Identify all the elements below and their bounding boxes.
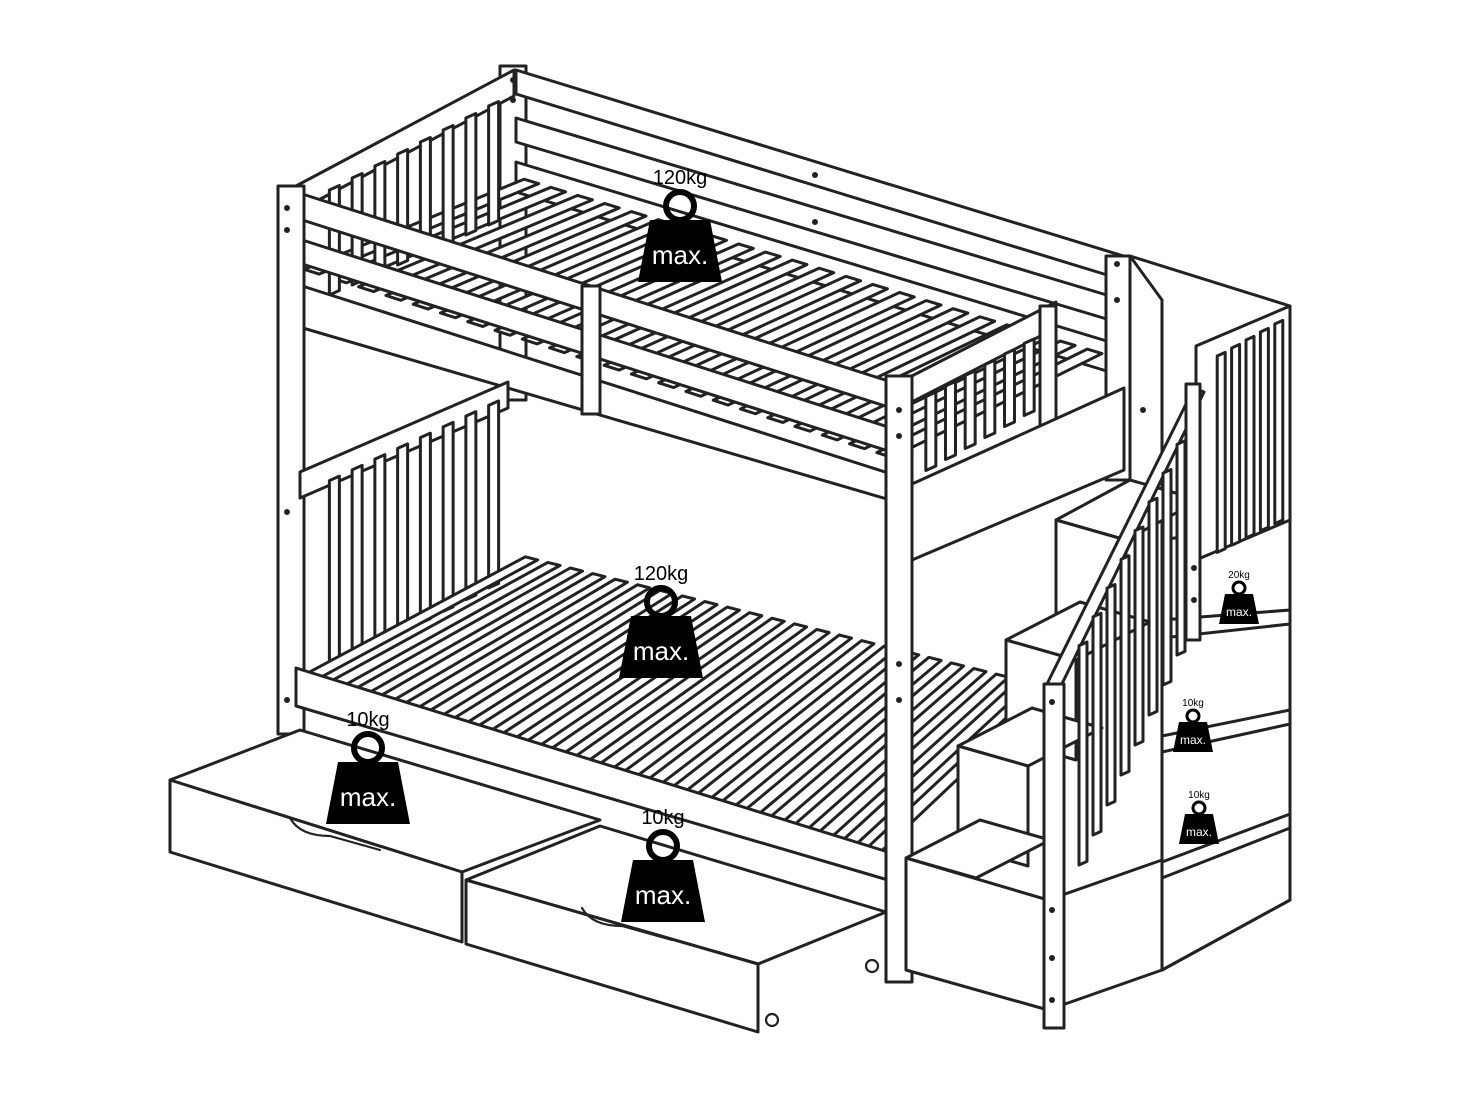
bolt: [284, 227, 290, 233]
weight-capacity-label: 20kg: [1228, 570, 1250, 581]
weight-icon: [1185, 708, 1201, 724]
weight-icon: [646, 829, 680, 863]
bolt: [896, 407, 902, 413]
weight-max-tag: max.: [633, 636, 689, 666]
bolt: [1191, 597, 1197, 603]
bolt: [896, 433, 902, 439]
bolt: [284, 697, 290, 703]
bolt: [896, 661, 902, 667]
drawer-wheel: [764, 1012, 780, 1028]
weight-drawer-left: 10kg max.: [326, 709, 410, 824]
weight-icon: [1173, 722, 1213, 752]
slat: [1244, 334, 1256, 540]
bolt: [812, 172, 818, 178]
weight-capacity-label: 10kg: [1182, 698, 1204, 709]
slat: [1119, 554, 1131, 777]
slat: [1215, 350, 1227, 554]
slat: [464, 410, 478, 602]
handrail-bottom-post: [1042, 682, 1066, 1030]
weight-bottom-bunk: 120kg max.: [619, 563, 703, 678]
bolts: [284, 77, 1197, 1003]
drawer-right-handle: [580, 906, 674, 942]
weight-icon: [351, 731, 385, 765]
front-right-post: [884, 374, 914, 984]
bolt: [510, 97, 516, 103]
bolt: [510, 77, 516, 83]
weight-capacity-label: 120kg: [653, 167, 708, 189]
slat: [1273, 318, 1285, 526]
weight-icon: [638, 220, 722, 282]
weight-max-tag: max.: [340, 782, 396, 812]
bolt: [1049, 907, 1055, 913]
slat: [1230, 342, 1242, 547]
bolt: [1049, 997, 1055, 1003]
bolt: [812, 219, 818, 225]
slat: [487, 100, 501, 227]
slat: [1258, 326, 1270, 533]
weight-shelf-middle: 10kg max.: [1173, 698, 1213, 752]
drawer-wheel: [864, 958, 880, 974]
stair-handrail: [1042, 382, 1206, 1030]
weight-max-tag: max.: [635, 880, 691, 910]
drawer-left-front: [168, 778, 464, 944]
slat: [1091, 611, 1103, 837]
weight-icon: [644, 585, 678, 619]
bolt: [284, 205, 290, 211]
weight-icon: [663, 189, 697, 223]
weight-capacity-label: 10kg: [346, 709, 389, 731]
slat: [924, 390, 938, 472]
bolt: [1049, 955, 1055, 961]
bolt: [1140, 407, 1146, 413]
weight-icon: [1179, 814, 1219, 844]
weight-shelf-top: 20kg max.: [1219, 570, 1259, 624]
weight-top-bunk: 120kg max.: [638, 167, 722, 282]
slat: [983, 358, 997, 439]
slat: [441, 124, 455, 247]
top-front-rails: [294, 190, 1058, 506]
bolt: [1114, 297, 1120, 303]
slat: [1077, 640, 1089, 867]
bolt: [1049, 699, 1055, 705]
right-end-panel: [910, 386, 1126, 562]
slat: [1161, 468, 1173, 687]
rail-support-post: [580, 284, 602, 416]
weight-capacity-label: 10kg: [1188, 790, 1210, 801]
slat: [1175, 439, 1187, 657]
bottom-left-headboard: [298, 380, 510, 672]
weight-max-tag: max.: [1180, 733, 1206, 747]
slat: [1022, 337, 1036, 417]
weight-shelf-bottom: 10kg max.: [1179, 790, 1219, 844]
weight-drawer-right: 10kg max.: [621, 807, 705, 922]
bolt: [896, 697, 902, 703]
slat: [1133, 525, 1145, 747]
weight-max-tag: max.: [652, 240, 708, 270]
weight-capacity-label: 10kg: [641, 807, 684, 829]
weight-icon: [1191, 800, 1207, 816]
weight-capacity-label: 120kg: [634, 563, 689, 585]
weight-icon: [326, 762, 410, 824]
slat: [1003, 348, 1016, 428]
weight-icon: [621, 860, 705, 922]
slat: [963, 369, 977, 450]
bolt: [284, 509, 290, 515]
slat: [1147, 496, 1159, 717]
drawer-left-handle: [288, 816, 382, 852]
weight-icon: [1219, 594, 1259, 624]
slat: [1105, 583, 1117, 807]
bolt: [1114, 261, 1120, 267]
slat: [944, 380, 957, 461]
weight-icon: [619, 616, 703, 678]
slat: [487, 399, 501, 590]
slat: [464, 112, 478, 237]
bolt: [1191, 565, 1197, 571]
weight-icon: [1231, 580, 1247, 596]
weight-max-tag: max.: [1226, 605, 1252, 619]
stair-steps: [904, 478, 1202, 1012]
weight-max-tag: max.: [1186, 825, 1212, 839]
